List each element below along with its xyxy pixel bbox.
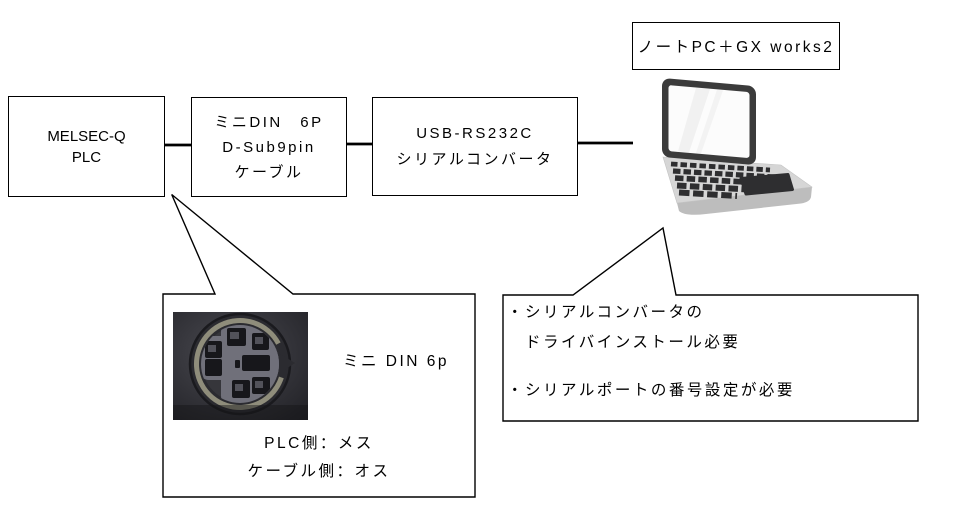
- din-cable-side-label: ケーブル側：オス: [247, 463, 391, 480]
- notes-item-2: ・シリアルポートの番号設定が必要: [507, 382, 795, 399]
- plc-box: MELSEC-Q PLC: [8, 96, 165, 197]
- din-callout-shape: [162, 193, 476, 498]
- laptop-screen-sheen-2: [696, 89, 723, 154]
- plc-box-line1: MELSEC-Q: [47, 127, 126, 145]
- converter-box-line2: シリアルコンバータ: [396, 150, 554, 168]
- notes-item-1-line2: ドライバインストール必要: [507, 334, 741, 351]
- din-plc-side-label: PLC側：メス: [264, 435, 374, 452]
- converter-box: USB-RS232C シリアルコンバータ: [372, 97, 578, 196]
- mini-din-photo: [173, 312, 308, 420]
- pc-label-box: ノートPC＋GX works2: [632, 22, 840, 70]
- laptop-screen: [662, 78, 756, 165]
- din-pin-glints: [208, 332, 263, 391]
- plc-box-line2: PLC: [71, 148, 102, 166]
- laptop-screen-sheen: [678, 87, 710, 153]
- converter-box-line1: USB-RS232C: [416, 124, 534, 142]
- din-pin-holes: [205, 328, 270, 398]
- pc-label-text: ノートPC＋GX works2: [637, 39, 835, 56]
- cable-box-line1: ミニDIN 6P: [214, 113, 324, 131]
- notes-callout-shape: [502, 226, 919, 422]
- cable-box-line3: ケーブル: [234, 163, 304, 181]
- din-ring-notch: [277, 352, 295, 374]
- cable-box-line2: D-Sub9pin: [222, 138, 316, 156]
- laptop-base-side: [677, 187, 812, 215]
- notes-item-1: ・シリアルコンバータの ドライバインストール必要: [507, 298, 740, 358]
- laptop-touchpad: [739, 173, 794, 196]
- laptop-icon: [662, 78, 813, 215]
- din-insert: [201, 325, 279, 403]
- cable-box: ミニDIN 6P D-Sub9pin ケーブル: [191, 97, 347, 197]
- photo-bottom-shadow: [173, 405, 308, 420]
- din-photo-caption: ミニ DIN 6p: [343, 353, 450, 370]
- notes-item-1-line1: ・シリアルコンバータの: [507, 304, 705, 321]
